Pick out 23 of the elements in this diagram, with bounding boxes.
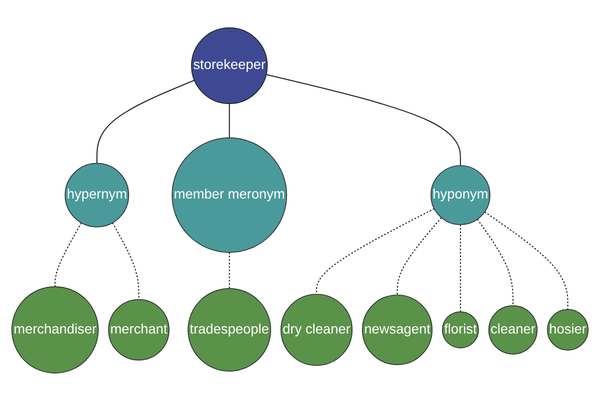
connector (477, 218, 514, 306)
connector (460, 224, 461, 312)
node-circle: tradespeople (188, 288, 272, 372)
node-circle: merchant (108, 298, 170, 360)
connector (396, 216, 442, 295)
node-circle: hypernym (64, 162, 130, 227)
node-circle: hosier (546, 308, 589, 350)
node-circle: merchandiser (11, 286, 99, 374)
node-circle: storekeeper (191, 26, 268, 104)
node-circle: member meronym (172, 136, 288, 252)
node-circle: dry cleaner (280, 293, 353, 366)
connector (112, 222, 140, 300)
connector (266, 74, 461, 166)
node-circle: florist (442, 310, 479, 348)
connector (54, 222, 82, 286)
connector (484, 211, 568, 310)
node-circle: hyponym (430, 164, 490, 225)
node-circle: newsagent (362, 294, 433, 365)
connector (316, 208, 434, 294)
connector (228, 103, 230, 138)
node-circle: cleaner (488, 304, 538, 354)
connector (228, 252, 230, 288)
connector (96, 79, 195, 163)
